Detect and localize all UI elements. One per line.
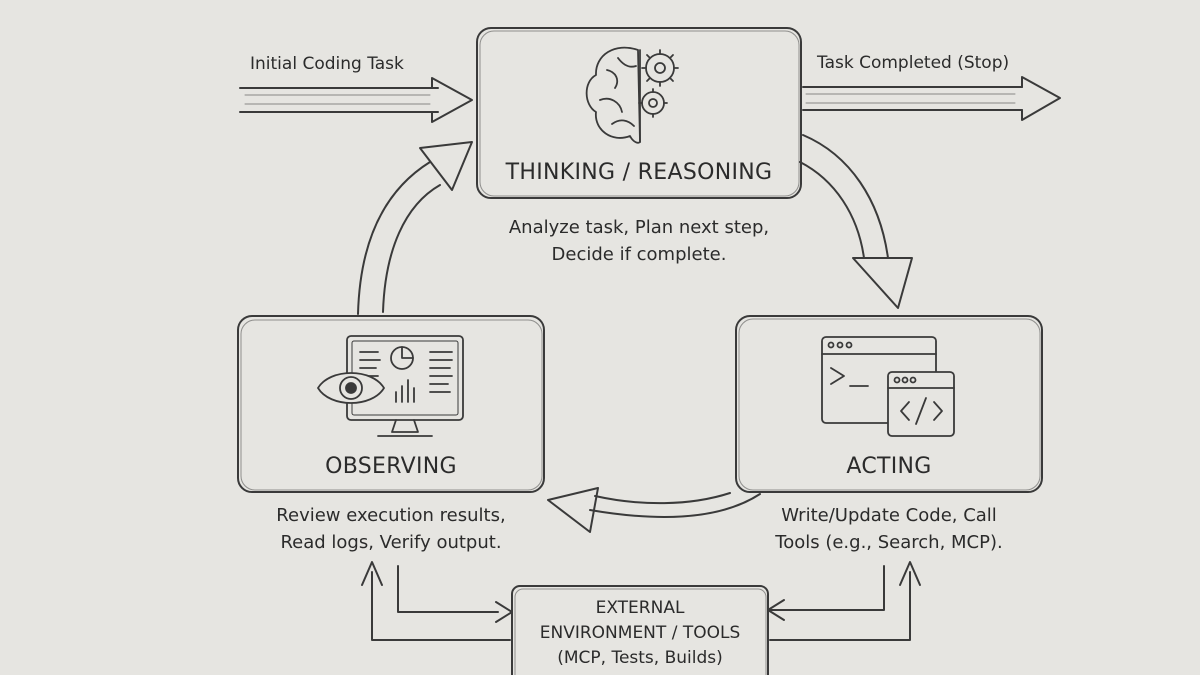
eye-monitor-dashboard-icon bbox=[317, 335, 464, 437]
output-arrow bbox=[802, 76, 1061, 121]
observing-desc-line: Read logs, Verify output. bbox=[280, 532, 502, 553]
environment-line: EXTERNAL bbox=[595, 598, 685, 618]
thinking-desc-line: Decide if complete. bbox=[551, 244, 727, 265]
terminal-code-windows-icon bbox=[821, 336, 955, 437]
acting-title: ACTING bbox=[846, 454, 932, 479]
observing-title: OBSERVING bbox=[325, 454, 457, 479]
environment-line: ENVIRONMENT / TOOLS bbox=[539, 623, 741, 643]
thinking-title: THINKING / REASONING bbox=[505, 160, 773, 185]
observing-box bbox=[237, 315, 545, 493]
thinking-box bbox=[476, 27, 802, 199]
thinking-description: Analyze task, Plan next step, Decide if … bbox=[477, 214, 801, 268]
brain-gears-icon bbox=[585, 46, 679, 144]
acting-box bbox=[735, 315, 1043, 493]
observing-to-thinking-arrow bbox=[357, 141, 473, 315]
output-label: Task Completed (Stop) bbox=[817, 53, 1010, 73]
environment-label: EXTERNAL ENVIRONMENT / TOOLS (MCP, Tests… bbox=[512, 596, 768, 671]
input-label: Initial Coding Task bbox=[250, 54, 404, 74]
input-arrow bbox=[239, 77, 473, 123]
environment-line: (MCP, Tests, Builds) bbox=[557, 648, 723, 668]
acting-to-observing-arrow bbox=[547, 487, 761, 533]
acting-description: Write/Update Code, Call Tools (e.g., Sea… bbox=[736, 502, 1042, 556]
acting-desc-line: Write/Update Code, Call bbox=[781, 505, 997, 526]
thinking-desc-line: Analyze task, Plan next step, bbox=[508, 217, 770, 238]
acting-environment-arrows bbox=[767, 561, 921, 641]
observing-environment-arrows bbox=[361, 561, 513, 641]
observing-desc-line: Review execution results, bbox=[276, 505, 506, 526]
acting-desc-line: Tools (e.g., Search, MCP). bbox=[775, 532, 1003, 553]
observing-description: Review execution results, Read logs, Ver… bbox=[238, 502, 544, 556]
environment-box bbox=[511, 585, 769, 675]
thinking-to-acting-arrow bbox=[799, 134, 913, 309]
